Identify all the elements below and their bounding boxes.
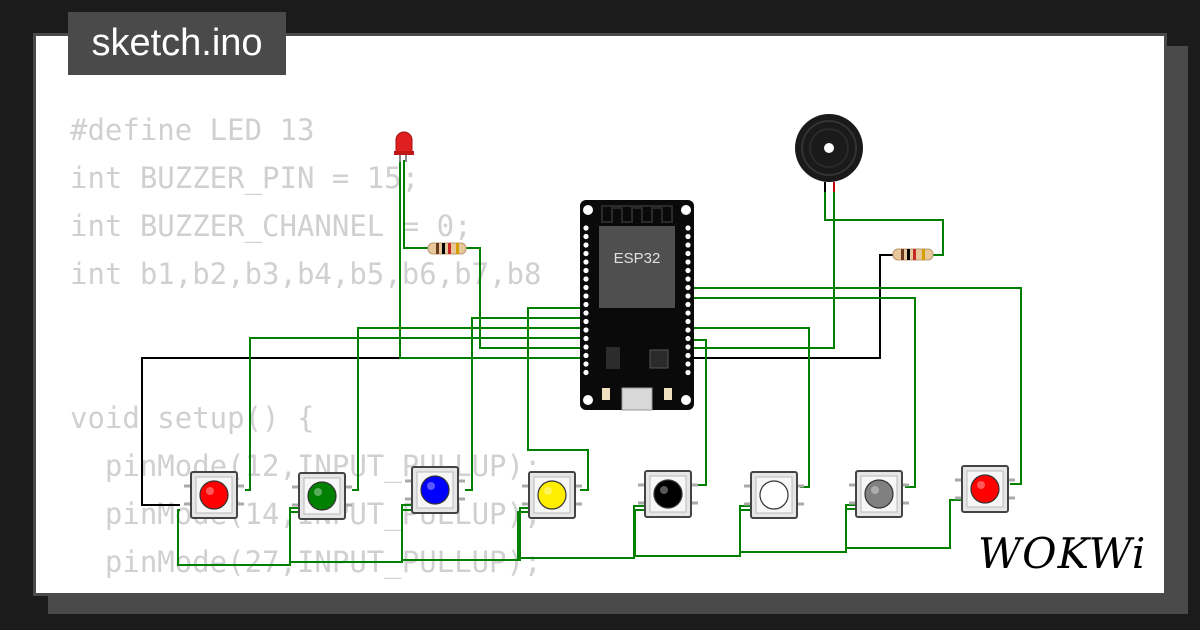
esp32-board[interactable]: ESP32 <box>580 200 694 411</box>
header-pin <box>583 310 589 316</box>
wire-buzzer <box>690 190 835 349</box>
led[interactable] <box>394 131 414 162</box>
button-white[interactable] <box>744 471 804 519</box>
pin-header-right <box>685 225 691 376</box>
button-gray[interactable] <box>849 470 909 518</box>
wire <box>690 287 1022 485</box>
wire <box>465 317 582 491</box>
button-red-1[interactable] <box>184 471 244 519</box>
header-pin <box>583 293 589 299</box>
header-pin <box>583 318 589 325</box>
wire <box>690 297 916 488</box>
button-black[interactable] <box>638 470 698 518</box>
resistor[interactable] <box>427 242 467 255</box>
header-pin <box>685 242 691 248</box>
button-yellow[interactable] <box>522 471 582 519</box>
wire-ground-bus <box>177 507 300 566</box>
header-pin <box>583 250 589 257</box>
wire-ground-bus <box>634 505 750 557</box>
header-pin <box>685 293 691 299</box>
code-line: int b1,b2,b3,b4,b5,b6,b7,b8 <box>70 257 542 291</box>
button-red-2[interactable] <box>955 465 1015 513</box>
header-pin <box>685 344 691 350</box>
wire-ground <box>141 357 582 506</box>
wire-ground-right <box>690 254 893 359</box>
header-pin <box>583 225 589 231</box>
wire-ground-bus <box>517 505 645 559</box>
wire <box>690 327 810 488</box>
chip-label: ESP32 <box>614 250 661 267</box>
resistor[interactable] <box>892 248 934 261</box>
code-line: void setup() { <box>70 401 315 435</box>
wire-ground-bus <box>845 499 962 549</box>
header-pin <box>583 327 589 333</box>
header-pin <box>685 233 691 240</box>
button-green[interactable] <box>292 472 352 520</box>
wire <box>245 337 582 491</box>
header-pin <box>685 250 691 257</box>
wire-ground-bus <box>289 504 412 563</box>
wire <box>399 160 582 359</box>
header-pin <box>583 267 589 274</box>
wire <box>466 247 582 349</box>
code-line: #define LED 13 <box>70 113 315 147</box>
pin-header-left <box>583 225 589 376</box>
wire <box>352 327 582 491</box>
buzzer[interactable] <box>795 114 863 192</box>
header-pin <box>583 335 589 342</box>
header-pin <box>685 284 691 291</box>
header-pin <box>685 318 691 325</box>
header-pin <box>583 284 589 291</box>
push-buttons <box>184 465 1015 520</box>
header-pin <box>583 259 589 265</box>
header-pin <box>583 276 589 282</box>
header-pin <box>583 369 589 376</box>
header-pin <box>583 361 589 367</box>
wire-ground-bus <box>401 507 528 561</box>
wire-buzzer-2 <box>824 190 944 256</box>
header-pin <box>685 310 691 316</box>
wire <box>527 307 589 491</box>
header-pin <box>583 344 589 350</box>
filename-tab[interactable]: sketch.ino <box>68 12 286 75</box>
code-preview: #define LED 13 int BUZZER_PIN = 15; int BU… <box>70 106 542 593</box>
header-pin <box>685 327 691 333</box>
header-pin <box>685 369 691 376</box>
led-body <box>395 131 413 153</box>
header-pin <box>685 352 691 359</box>
wire <box>690 339 707 486</box>
header-pin <box>583 242 589 248</box>
wire-ground-bus <box>739 504 856 553</box>
header-pin <box>583 233 589 240</box>
header-pin <box>685 267 691 274</box>
button-blue[interactable] <box>405 466 465 514</box>
wire <box>403 160 430 249</box>
header-pin <box>685 276 691 282</box>
code-line: int BUZZER_CHANNEL = 0; <box>70 209 472 243</box>
header-pin <box>583 301 589 308</box>
header-pin <box>685 361 691 367</box>
header-pin <box>685 301 691 308</box>
header-pin <box>685 259 691 265</box>
header-pin <box>685 335 691 342</box>
code-line: int BUZZER_PIN = 15; <box>70 161 420 195</box>
header-pin <box>583 352 589 359</box>
header-pin <box>685 225 691 231</box>
wokwi-logo: WOKWi <box>978 529 1146 578</box>
wires <box>141 160 1022 566</box>
